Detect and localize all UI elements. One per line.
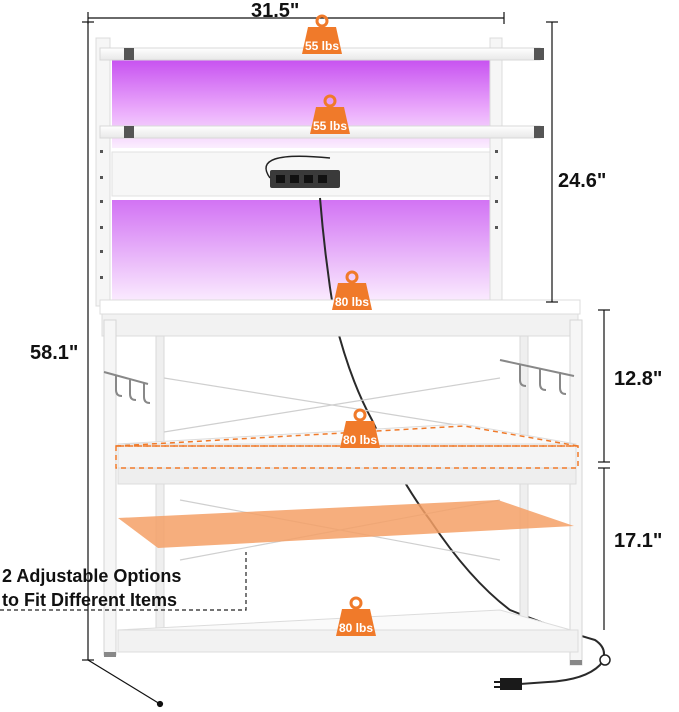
lower-gap-dimension: 17.1" (614, 530, 663, 552)
power-plug (500, 678, 522, 690)
hutch-height-dimension: 24.6" (558, 170, 607, 192)
weight-badge-middle: 80 lbs (340, 408, 380, 448)
alternate-shelf-position (118, 500, 574, 548)
cord-clip (599, 654, 611, 666)
desktop-apron (101, 313, 579, 337)
weight-label: 55 lbs (305, 39, 339, 53)
adjustable-callout-line (0, 552, 247, 611)
adjustable-note: 2 Adjustable Options to Fit Different It… (2, 564, 181, 612)
hutch-crossboard (111, 151, 491, 197)
weight-badge-top: 55 lbs (302, 14, 342, 54)
weight-badge-desktop: 80 lbs (332, 270, 372, 310)
middle-shelf-dashed (115, 445, 579, 469)
hutch-post-right (489, 37, 503, 307)
dimension-lines (82, 12, 610, 708)
led-panel-lower (112, 200, 490, 300)
weight-label: 55 lbs (313, 119, 347, 133)
weight-label: 80 lbs (343, 433, 377, 447)
weight-label: 80 lbs (335, 295, 369, 309)
power-strip (270, 170, 340, 188)
leg-back-right (519, 335, 529, 637)
leg-front-right (569, 319, 583, 666)
weight-label: 80 lbs (339, 621, 373, 635)
weight-badge-bottom: 80 lbs (336, 596, 376, 636)
middle-gap-dimension: 12.8" (614, 368, 663, 390)
width-dimension: 31.5" (251, 0, 300, 22)
power-cord-top (265, 155, 331, 179)
total-height-dimension: 58.1" (30, 342, 79, 364)
weight-badge-second: 55 lbs (310, 94, 350, 134)
hutch-post-left (95, 37, 111, 307)
hooks-left (103, 371, 151, 404)
adjustable-note-line1: 2 Adjustable Options (2, 566, 182, 586)
adjustable-note-line2: to Fit Different Items (2, 590, 178, 610)
hooks-right (499, 359, 575, 395)
